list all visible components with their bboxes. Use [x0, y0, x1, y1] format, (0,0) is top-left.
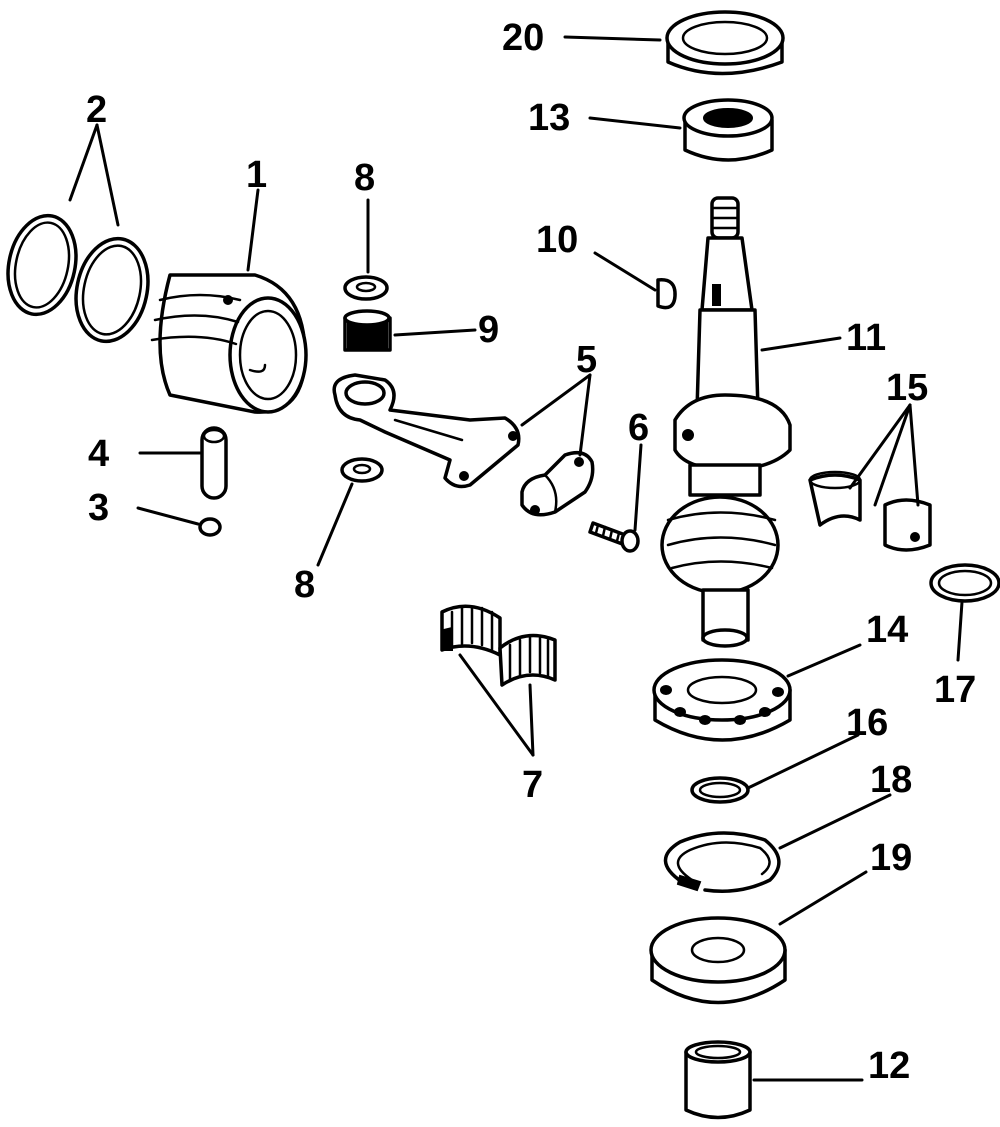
callout-11: 11 [846, 317, 886, 359]
callout-20: 20 [502, 17, 544, 59]
callout-14: 14 [866, 609, 908, 651]
piston [150, 273, 308, 414]
retaining-ring [690, 776, 750, 804]
connecting-rod [332, 373, 521, 489]
rod-cap [520, 450, 595, 517]
sleeve [684, 1040, 752, 1120]
thrust-washer-top [343, 275, 389, 301]
lower-retainer [663, 831, 781, 893]
callout-9: 9 [478, 309, 499, 351]
callout-8-top: 8 [354, 157, 375, 199]
main-bearing-halves [808, 470, 932, 552]
callout-1: 1 [246, 154, 267, 196]
leader-lines [68, 35, 964, 1082]
upper-seal [665, 10, 785, 76]
ball-bearing [652, 658, 792, 742]
callout-4: 4 [88, 433, 109, 475]
upper-bearing [682, 98, 774, 162]
callout-17: 17 [934, 669, 976, 711]
callout-6: 6 [628, 407, 649, 449]
callout-13: 13 [528, 97, 570, 139]
woodruff-key [656, 278, 677, 310]
lower-seal-housing [649, 916, 787, 1005]
callout-7: 7 [522, 764, 543, 806]
callout-2: 2 [86, 89, 107, 131]
rod-needle-bearings [440, 604, 557, 687]
callout-16: 16 [846, 702, 888, 744]
callout-3: 3 [88, 487, 109, 529]
piston-pin [200, 426, 228, 500]
piston-rings [6, 213, 150, 344]
needle-bearing-small [343, 309, 392, 352]
crankshaft [660, 196, 792, 648]
callout-15: 15 [886, 367, 928, 409]
rod-cap-screw [588, 521, 640, 553]
callout-12: 12 [868, 1045, 910, 1087]
callout-5: 5 [576, 339, 597, 381]
callout-8-bottom: 8 [294, 564, 315, 606]
thrust-washer-bottom [340, 457, 384, 483]
callout-18: 18 [870, 759, 912, 801]
callout-19: 19 [870, 837, 912, 879]
o-ring [929, 563, 1000, 603]
callout-10: 10 [536, 219, 578, 261]
callout-labels: 2 1 8 9 4 3 5 8 6 7 10 20 13 11 15 17 14… [86, 17, 976, 1087]
pin-retainer [198, 517, 222, 537]
